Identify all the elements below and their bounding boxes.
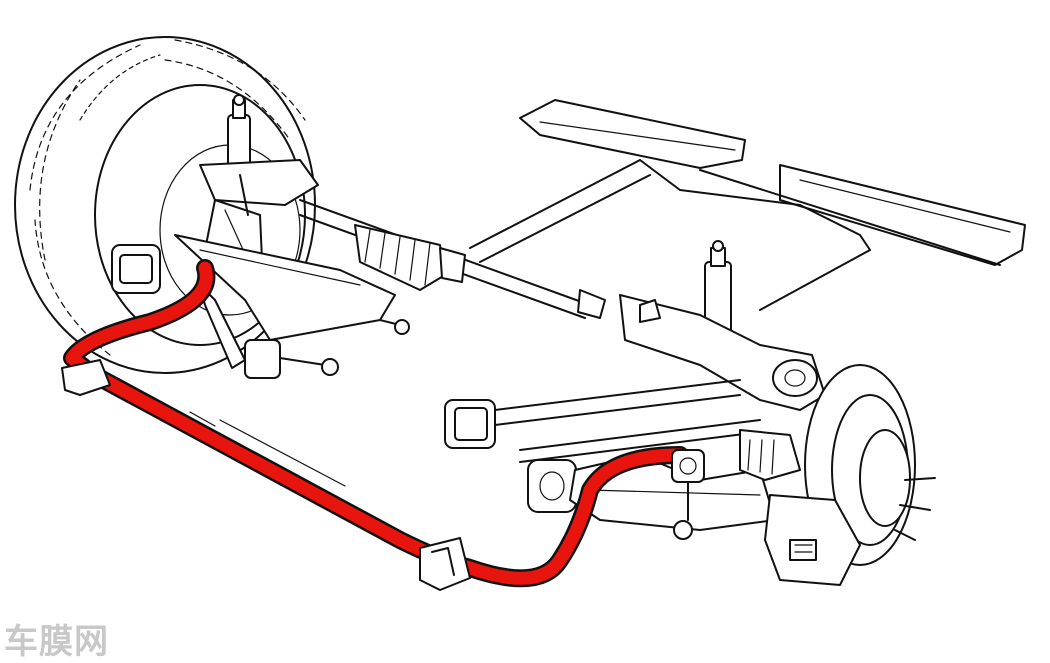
stabilizer-bar [63,259,689,588]
stabilizer-bar-mounts [61,359,705,591]
left-control-arm [111,234,410,379]
right-strut-assembly [619,240,826,411]
right-brake-disc [764,364,936,586]
watermark-logo: 车膜网 [4,622,109,662]
steering-rack [299,199,606,319]
subframe-crossmember [469,99,1026,311]
